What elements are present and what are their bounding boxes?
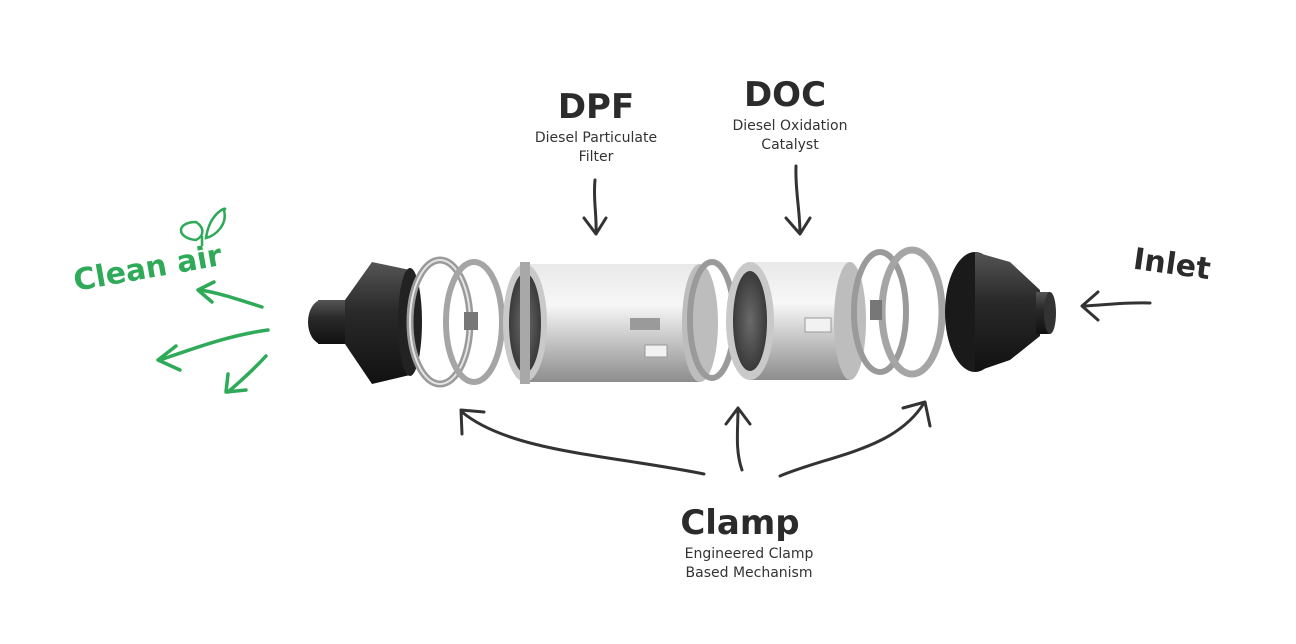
dpf-label: DPF Diesel Particulate Filter — [535, 87, 657, 236]
clamp-title: Clamp — [680, 503, 799, 543]
clean-air-arrow-bottom — [224, 354, 268, 394]
dpf-arrow — [582, 178, 608, 236]
inlet-cone — [945, 252, 1056, 372]
clamp-ring-3 — [851, 246, 946, 378]
inlet-label: Inlet — [1080, 242, 1213, 322]
doc-arrow — [784, 164, 812, 236]
clamp-arrow-center — [724, 406, 752, 472]
leaf-icon — [179, 207, 227, 246]
clean-air-label: Clean air — [71, 207, 270, 394]
doc-cylinder — [726, 262, 866, 380]
dpf-cylinder — [503, 262, 718, 384]
dpf-title: DPF — [558, 87, 634, 127]
doc-description-line1: Diesel Oxidation — [732, 118, 847, 134]
clean-air-arrow-top — [196, 280, 264, 309]
dpf-description-line1: Diesel Particulate — [535, 130, 657, 146]
clamp-label: Clamp Engineered Clamp Based Mechanism — [459, 400, 932, 581]
doc-title: DOC — [744, 75, 826, 115]
doc-description-line2: Catalyst — [761, 137, 819, 153]
outlet-cone — [308, 262, 422, 384]
clean-air-arrow-middle — [156, 328, 270, 372]
doc-label: DOC Diesel Oxidation Catalyst — [732, 75, 848, 236]
clamp-ring-1 — [406, 256, 505, 388]
clamp-description-line2: Based Mechanism — [686, 565, 813, 581]
inlet-text: Inlet — [1131, 242, 1213, 287]
dpf-description-line2: Filter — [579, 149, 614, 165]
clamp-arrow-right — [778, 400, 932, 478]
clamp-description-line1: Engineered Clamp — [685, 546, 814, 562]
inlet-arrow — [1080, 290, 1152, 322]
clamp-arrow-left — [459, 408, 706, 476]
